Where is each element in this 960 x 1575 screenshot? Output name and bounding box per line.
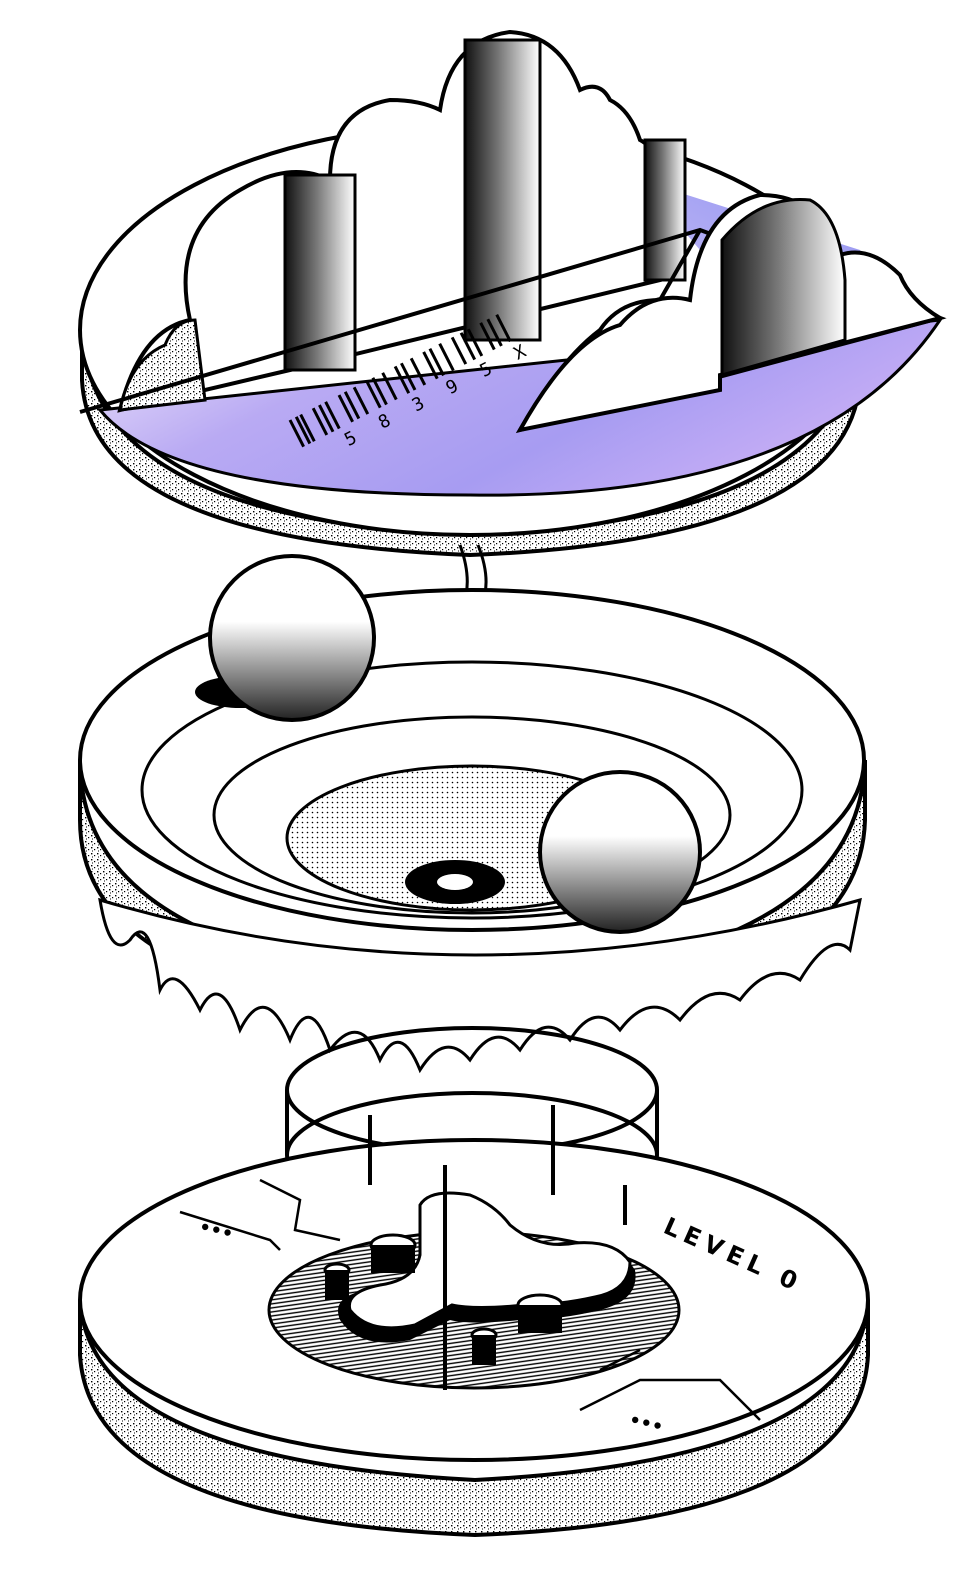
sphere — [208, 554, 376, 722]
cloud-pillars — [79, 29, 947, 434]
base-disc: LEVEL 0 ••• ••• — [78, 1105, 870, 1538]
bowl-layer — [78, 554, 867, 1074]
sphere — [538, 770, 702, 934]
